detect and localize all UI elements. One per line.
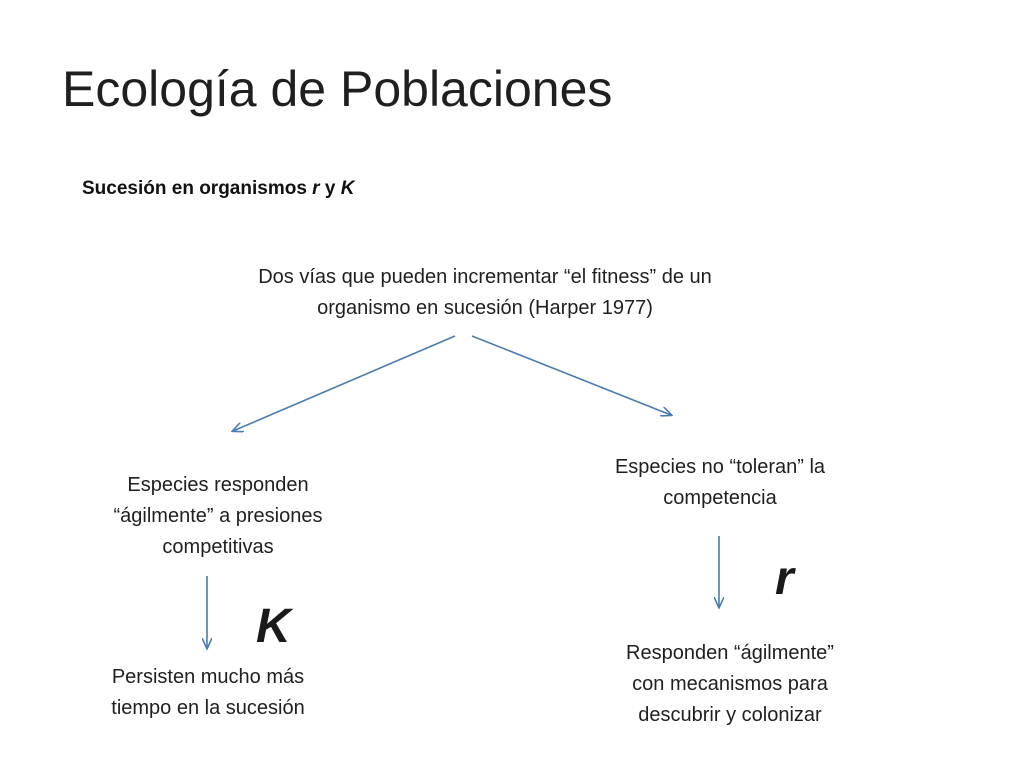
arrow-to-left-branch [233, 335, 456, 431]
right-result-line-1: Responden “ágilmente” [626, 642, 834, 664]
slide-subtitle: Sucesión en organismos r y K [82, 178, 354, 200]
slide-title: Ecología de Poblaciones [62, 61, 613, 117]
subtitle-r: r [312, 178, 320, 199]
left-result-line-1: Persisten mucho más [111, 666, 305, 688]
root-line-1: Dos vías que pueden incrementar “el fitn… [258, 266, 712, 288]
left-branch-node: Especies responden “ágilmente” a presion… [78, 470, 358, 563]
left-branch-line-3: competitivas [162, 536, 274, 558]
subtitle-prefix: Sucesión en organismos [82, 178, 313, 199]
root-line-2: organismo en sucesión (Harper 1977) [317, 297, 653, 319]
subtitle-middle: y [319, 178, 341, 199]
right-result-line-3: descubrir y colonizar [638, 704, 822, 726]
root-node: Dos vías que pueden incrementar “el fitn… [200, 262, 770, 324]
right-branch-line-2: competencia [663, 487, 777, 509]
left-result-line-2: tiempo en la sucesión [111, 697, 305, 719]
right-result-line-2: con mecanismos para [632, 673, 828, 695]
right-result-node: Responden “ágilmente” con mecanismos par… [590, 638, 870, 731]
left-branch-line-1: Especies responden [127, 474, 309, 496]
subtitle-k: K [340, 178, 355, 199]
arrow-to-right-branch [471, 335, 671, 415]
right-branch-line-1: Especies no “toleran” la [614, 456, 826, 478]
left-branch-line-2: “ágilmente” a presiones [113, 505, 323, 527]
right-branch-node: Especies no “toleran” la competencia [580, 452, 860, 514]
r-strategy-label: r [775, 552, 794, 605]
k-strategy-label: K [256, 600, 291, 653]
left-result-node: Persisten mucho más tiempo en la sucesió… [68, 662, 348, 724]
